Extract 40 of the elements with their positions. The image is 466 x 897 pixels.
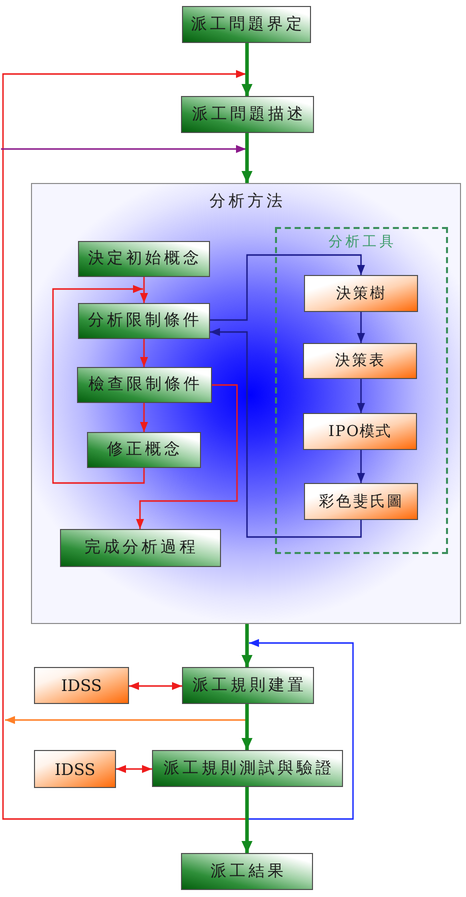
arrow <box>140 339 148 367</box>
process-box: 派工問題界定 <box>182 6 311 43</box>
arrow <box>140 277 148 303</box>
process-box: 分析限制條件 <box>78 302 210 338</box>
arrow <box>242 43 252 96</box>
process-box: 完成分析過程 <box>60 528 220 566</box>
arrow <box>2 70 248 820</box>
arrow <box>242 704 252 750</box>
arrow <box>52 285 145 484</box>
arrow <box>246 639 354 820</box>
arrow <box>357 450 365 483</box>
arrow <box>210 328 362 538</box>
process-box: 決策樹 <box>304 274 418 312</box>
double-arrow <box>129 682 182 690</box>
process-box: 決策表 <box>302 342 416 378</box>
arrow <box>136 384 238 529</box>
arrow <box>210 254 365 321</box>
group-heading: 分析工具 <box>328 232 396 250</box>
arrow <box>242 133 252 183</box>
dashed-group-frame <box>274 226 448 554</box>
arrow <box>1 145 246 153</box>
process-box: IPO模式 <box>302 412 416 450</box>
panel-heading: 分析方法 <box>208 191 286 212</box>
group-panel <box>31 183 461 624</box>
process-box: 派工規則測試與驗證 <box>152 750 343 787</box>
arrow <box>242 624 252 667</box>
process-box: 決定初始概念 <box>78 240 210 276</box>
arrow <box>242 787 252 853</box>
arrow <box>140 403 148 432</box>
arrow <box>357 312 365 343</box>
process-box: 檢查限制條件 <box>76 366 212 402</box>
process-box: 派工問題描述 <box>181 96 314 133</box>
process-box: 派工結果 <box>181 853 313 890</box>
process-box: 修正概念 <box>86 432 200 468</box>
double-arrow <box>116 765 152 773</box>
process-box: IDSS <box>34 750 116 788</box>
process-box: 彩色斐氏圖 <box>304 482 418 520</box>
process-box: 派工規則建置 <box>182 667 314 704</box>
process-box: IDSS <box>34 667 129 704</box>
arrow <box>357 379 365 413</box>
